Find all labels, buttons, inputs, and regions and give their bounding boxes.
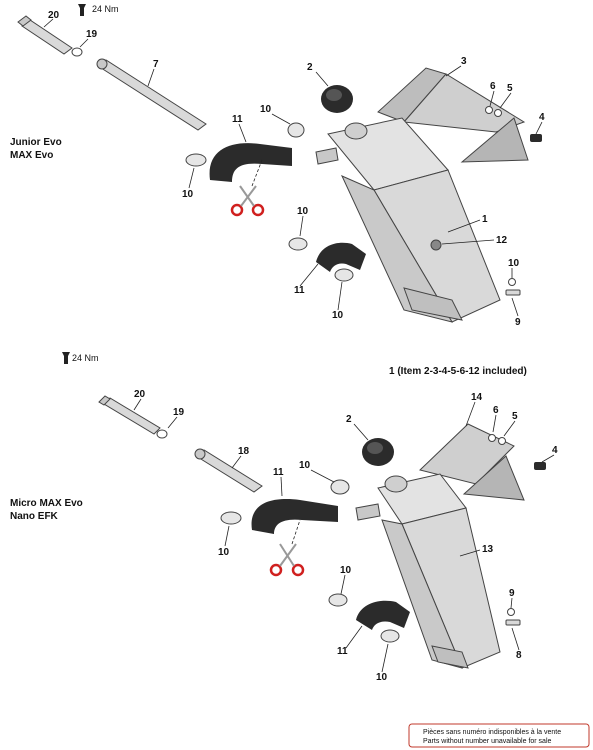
part-washer-19 (156, 429, 168, 439)
callout-20: 20 (134, 389, 146, 400)
callout-9: 9 (509, 588, 515, 599)
scissors-icon (230, 185, 265, 217)
part-washer-6 (485, 106, 493, 114)
part-hose-11 (209, 143, 292, 182)
callout-1: 1 (482, 214, 488, 225)
scissors-icon (269, 543, 305, 577)
part-washer-6 (488, 434, 496, 442)
assembly-bottom: 1 (Item 2-3-4-5-6-12 included) 24 Nm (10, 352, 558, 683)
callout-10: 10 (508, 258, 520, 269)
callout-2: 2 (307, 62, 313, 73)
footer-note: Pièces sans numéro indisponibles à la ve… (408, 723, 590, 748)
footer-note-line-2: Parts without number unavailable for sal… (423, 738, 552, 745)
part-hose-11 (251, 499, 338, 534)
callout-10: 10 (182, 189, 194, 200)
part-clamp-10 (328, 593, 348, 607)
callout-14: 14 (471, 392, 483, 403)
callout-11: 11 (273, 467, 284, 478)
part-washer-19 (71, 47, 83, 57)
callout-11: 11 (294, 285, 305, 296)
part-hose-11 (356, 600, 410, 630)
callout-10: 10 (376, 672, 388, 683)
wrench-icon (62, 352, 70, 364)
part-cap-2 (321, 85, 353, 113)
variant-label: Junior Evo (10, 137, 62, 148)
part-washer-9 (507, 608, 515, 616)
callout-5: 5 (507, 83, 513, 94)
callout-4: 4 (552, 445, 558, 456)
part-washer-9 (508, 278, 516, 286)
callout-8: 9 (515, 317, 521, 328)
part-screw-4 (530, 134, 542, 142)
part-screw-4 (534, 462, 546, 470)
callout-11: 11 (337, 646, 348, 657)
part-bracket-3 (377, 67, 529, 163)
part-hose-11 (316, 242, 366, 272)
callout-11: 11 (232, 114, 243, 125)
part-washer-5 (494, 109, 502, 117)
callout-13: 13 (482, 544, 494, 555)
callout-20: 20 (48, 10, 60, 21)
callout-10: 10 (297, 206, 309, 217)
part-clamp-10 (185, 153, 207, 167)
callout-4: 4 (539, 112, 545, 123)
callout-6: 6 (493, 405, 499, 416)
part-radiator-1 (315, 117, 501, 323)
part-clamp-10 (330, 479, 350, 495)
wrench-icon (78, 4, 86, 16)
part-clamp-10 (287, 122, 305, 138)
callout-2: 2 (346, 414, 352, 425)
callout-19: 19 (86, 29, 98, 40)
callout-19: 19 (173, 407, 185, 418)
part-rod-7 (96, 58, 207, 131)
included-note: 1 (Item 2-3-4-5-6-12 included) (389, 366, 527, 377)
part-clamp-10 (288, 237, 308, 251)
callout-18: 18 (238, 446, 250, 457)
callout-10: 10 (340, 565, 352, 576)
variant-label: Micro MAX Evo (10, 498, 83, 509)
callout-6: 6 (490, 81, 496, 92)
assembly-top: 24 Nm Junior Evo MAX Evo 20 19 7 2 3 6 5… (10, 4, 545, 328)
variant-label: MAX Evo (10, 150, 53, 161)
variant-label: Nano EFK (10, 511, 59, 522)
callout-7: 7 (153, 59, 159, 70)
callout-10: 10 (260, 104, 272, 115)
torque-label: 24 Nm (92, 4, 119, 14)
part-bolt-20 (17, 15, 73, 55)
callout-3: 3 (461, 56, 467, 67)
part-radiator-13 (355, 473, 501, 669)
callout-10: 10 (299, 460, 311, 471)
part-washer-5 (498, 437, 506, 445)
part-screw-8 (505, 289, 521, 296)
callout-10: 10 (332, 310, 344, 321)
callout-5: 5 (512, 411, 518, 422)
part-clamp-10 (220, 511, 242, 525)
part-screw-8 (505, 619, 521, 626)
footer-note-line-1: Pièces sans numéro indisponibles à la ve… (423, 729, 561, 736)
part-bolt-20 (98, 395, 161, 435)
part-grommet-12 (430, 239, 442, 251)
callout-12: 12 (496, 235, 508, 246)
part-clamp-10 (334, 268, 354, 282)
callout-8: 8 (516, 650, 522, 661)
torque-label: 24 Nm (72, 353, 99, 363)
part-fitting-18 (194, 448, 263, 493)
callout-10: 10 (218, 547, 230, 558)
part-cap-2 (362, 438, 394, 466)
part-clamp-10 (380, 629, 400, 643)
